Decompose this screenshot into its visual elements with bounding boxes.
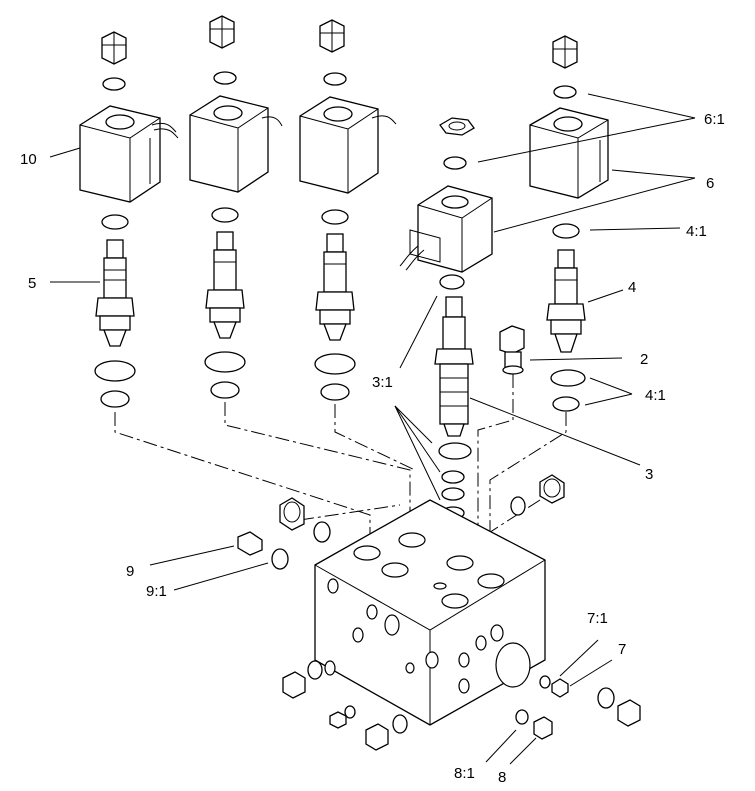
callout-8-1: 8:1 [454,765,475,782]
cap-nut-1 [101,31,127,65]
o-ring-8-1 [515,709,529,725]
o-ring-2c [210,381,240,399]
callout-3-1: 3:1 [372,374,393,391]
hex-nut-6-1 [439,117,475,136]
plug-bottom-left-2 [329,711,347,729]
plug-8 [533,716,553,740]
cartridge-valve-3-center [434,296,474,437]
solenoid-coil-6 [399,185,493,273]
solenoid-coil-1 [79,105,179,203]
plug-7 [551,678,569,698]
o-ring-bottom-left-1 [307,660,323,680]
coil-washer-1 [102,77,126,91]
washer-6-1-center [443,156,467,170]
assembly-line-5 [489,412,567,580]
callout-9: 9 [126,563,134,580]
o-ring-9-1 [271,548,289,570]
callout-2: 2 [640,351,648,368]
cartridge-valve-5 [95,239,135,347]
o-ring-3b [314,353,356,375]
manifold-block [314,499,546,726]
o-ring-bottom-left-2 [344,705,356,719]
o-ring-4-1-top [552,223,580,239]
o-ring-right-lower [597,687,615,709]
callout-3: 3 [645,466,653,483]
assembly-line-3 [334,404,416,471]
solenoid-coil-6-right [529,107,609,199]
plug-top-left [279,497,305,531]
o-ring-4-1-bottom-a [550,369,586,387]
o-ring-center-b [438,442,472,460]
o-ring-4-1-bottom-b [552,396,580,412]
cartridge-valve-4 [546,249,586,353]
o-ring-bottom-left-3 [392,714,408,734]
o-ring-3a [321,209,349,225]
leader-lines [49,93,696,765]
o-ring-1a [101,214,129,230]
assembly-line-2 [224,402,411,540]
coil-washer-2 [213,71,237,85]
plug-bottom-left-3 [365,723,389,751]
plug-right-lower [617,699,641,727]
assembly-line-7 [299,504,401,521]
o-ring-top-left [313,521,331,543]
assembly-line-1 [114,412,371,555]
plug-9 [237,531,263,556]
cap-nut-4 [552,35,578,69]
solenoid-coil-2 [189,95,283,193]
o-ring-top-right [510,496,526,516]
callout-9-1: 9:1 [146,583,167,600]
cap-nut-2 [209,15,235,49]
callout-7-1: 7:1 [587,610,608,627]
o-ring-center-a [439,274,465,290]
o-ring-center-d [441,487,465,501]
callout-4: 4 [628,279,636,296]
solenoid-coil-3 [299,96,397,194]
plug-top-right [539,474,565,504]
callout-4-1-top: 4:1 [686,223,707,240]
o-ring-3c [320,383,350,401]
o-ring-center-c [441,470,465,484]
callout-8: 8 [498,769,506,786]
callout-6-1: 6:1 [704,111,725,128]
o-ring-2b [204,351,246,373]
o-ring-1b [94,360,136,382]
callout-7: 7 [618,641,626,658]
callout-6: 6 [706,175,714,192]
washer-6-1-right [553,85,577,99]
plug-2 [499,325,525,375]
o-ring-7-1 [539,675,551,689]
o-ring-1c [100,390,130,408]
cartridge-valve-3 [315,233,355,341]
plug-bottom-left-1 [282,671,306,699]
callout-10: 10 [20,151,37,168]
cartridge-valve-2 [205,231,245,339]
coil-washer-3 [323,72,347,86]
callout-5: 5 [28,275,36,292]
callout-4-1-bottom: 4:1 [645,387,666,404]
o-ring-2a [211,207,239,223]
cap-nut-3 [319,19,345,53]
